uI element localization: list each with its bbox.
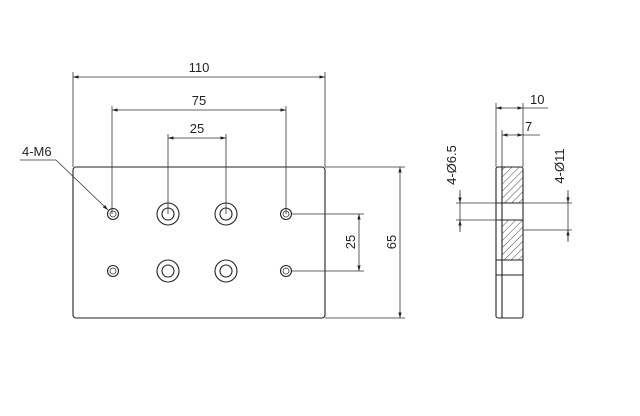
dim-plate-height: 65	[325, 166, 405, 319]
dim-25-h-label: 25	[190, 121, 204, 136]
dim-counterbore-diameter-label: 4-Ø11	[552, 148, 567, 183]
hole-row-bottom	[106, 259, 293, 283]
dim-overall-width: 110	[72, 60, 326, 167]
dim-65-label: 65	[384, 235, 399, 249]
dim-counterbore-depth: 7	[501, 119, 540, 167]
dim-110-label: 110	[189, 60, 210, 75]
tapped-hole-icon	[106, 264, 120, 278]
section-hatch-top	[502, 167, 523, 203]
dim-through-hole: 4-Ø6.5	[444, 145, 500, 232]
tapped-hole-icon	[279, 264, 293, 278]
dim-outer-hole-spacing: 75	[111, 93, 287, 214]
dim-75-label: 75	[192, 93, 206, 108]
counterbore-hole-icon	[156, 259, 180, 283]
dim-10-label: 10	[530, 92, 544, 107]
hole-row-top	[106, 202, 293, 226]
section-hatch-middle	[502, 220, 523, 260]
thread-callout-label: 4-M6	[22, 144, 52, 159]
dim-25-v-label: 25	[343, 235, 358, 249]
counterbore-hole-icon	[156, 202, 180, 226]
dim-inner-hole-spacing: 25	[167, 121, 227, 214]
tapped-hole-icon	[279, 207, 293, 221]
counterbore-hole-icon	[214, 202, 238, 226]
dim-through-hole-label: 4-Ø6.5	[444, 145, 459, 185]
counterbore-hole-icon	[214, 259, 238, 283]
front-view: 110 75 25 4-M6	[20, 60, 405, 319]
dim-7-label: 7	[525, 119, 532, 134]
tapped-hole-icon	[106, 207, 120, 221]
dim-thickness: 10	[495, 92, 548, 167]
thread-callout: 4-M6	[20, 144, 109, 211]
dim-counterbore-diameter: 4-Ø11	[523, 148, 572, 242]
plate-outline	[72, 166, 326, 319]
side-outline	[495, 166, 524, 319]
side-view: 10 7 4-Ø6.5 4-Ø11	[444, 92, 572, 319]
dim-hole-row-spacing: 25	[292, 213, 364, 272]
